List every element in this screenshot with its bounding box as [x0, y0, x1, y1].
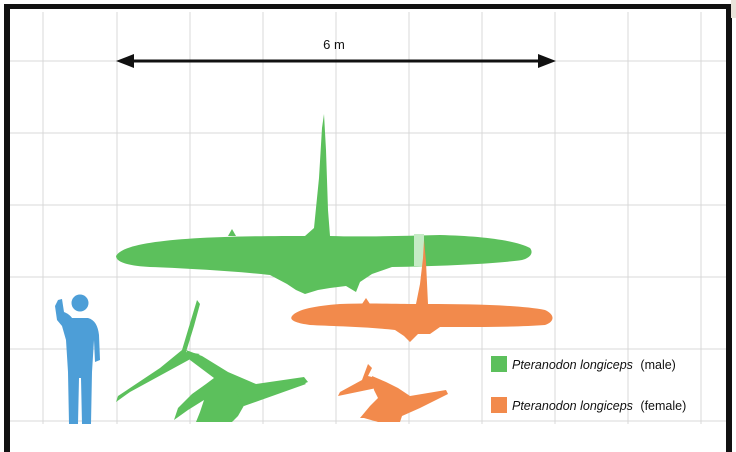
female-pteranodon-wingspan — [291, 240, 553, 342]
male-crest-and-beak — [116, 300, 200, 402]
legend-label-male: Pteranodon longiceps (male) — [512, 358, 676, 372]
legend-note-male: (male) — [640, 358, 675, 372]
male-wing-highlight — [414, 234, 424, 266]
scale-arrow-right — [538, 54, 556, 68]
female-wingspan-silhouette — [291, 240, 553, 342]
legend-swatch-female — [491, 397, 507, 413]
legend-label-female: Pteranodon longiceps (female) — [512, 399, 686, 413]
legend-item-male: Pteranodon longiceps (male) — [491, 356, 676, 372]
scale-bar-label: 6 m — [323, 37, 345, 52]
human-head — [71, 294, 89, 312]
female-body-and-wing — [360, 376, 448, 422]
human-silhouette — [55, 294, 100, 424]
scale-arrow-left — [116, 54, 134, 68]
legend-item-female: Pteranodon longiceps (female) — [491, 397, 686, 413]
female-pteranodon-side — [338, 364, 448, 422]
legend: Pteranodon longiceps (male) Pteranodon l… — [491, 356, 686, 413]
male-body-and-wing — [174, 350, 308, 422]
scale-bar: 6 m — [116, 37, 556, 68]
male-pteranodon-wingspan — [116, 114, 532, 294]
human-body — [55, 299, 100, 424]
male-wing-tip — [236, 380, 306, 406]
legend-species-male: Pteranodon longiceps — [512, 358, 633, 372]
legend-note-female: (female) — [640, 399, 686, 413]
frame-right — [726, 4, 732, 452]
male-wing-claw — [228, 229, 236, 236]
corner-tab — [731, 0, 736, 18]
frame-top — [4, 4, 732, 9]
female-wing-claw — [362, 298, 370, 304]
legend-swatch-male — [491, 356, 507, 372]
legend-species-female: Pteranodon longiceps — [512, 399, 633, 413]
male-pteranodon-side — [116, 300, 308, 422]
frame-left — [4, 4, 10, 452]
male-wingspan-silhouette — [116, 114, 532, 294]
